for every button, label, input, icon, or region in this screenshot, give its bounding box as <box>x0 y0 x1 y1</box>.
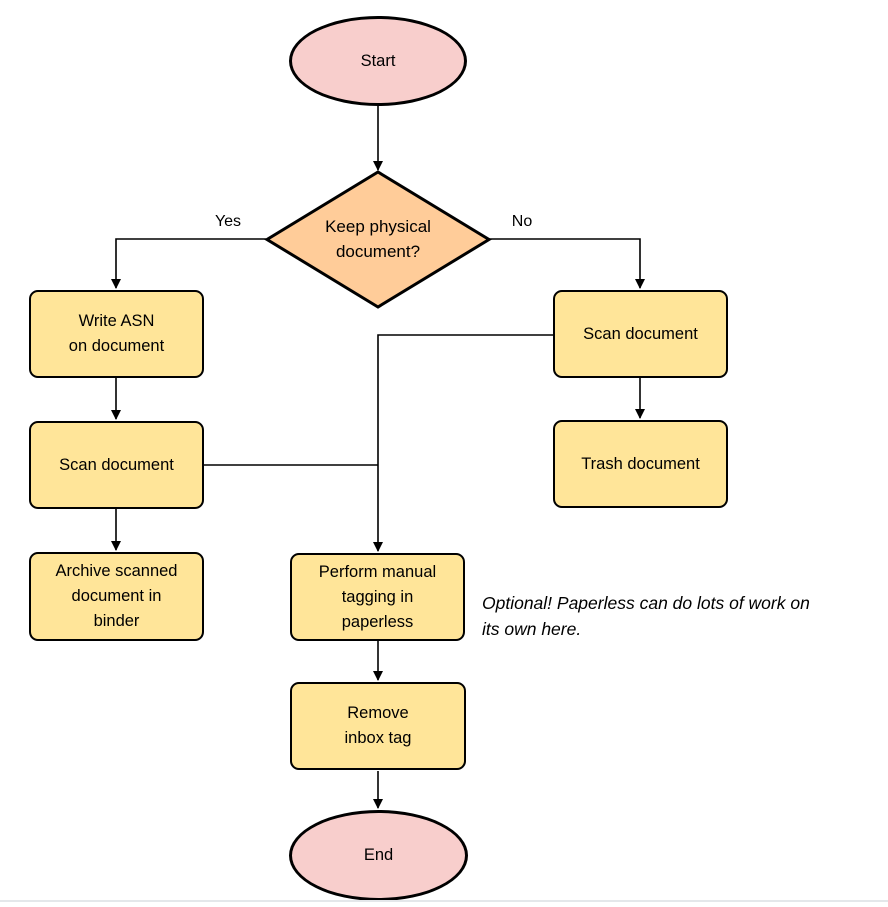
node-write-asn: Write ASN on document <box>29 290 204 378</box>
node-archive-binder: Archive scanned document in binder <box>29 552 204 641</box>
edge-decision-yes-to-write-asn <box>111 238 266 289</box>
edge-scan-right-to-tagging <box>373 334 553 552</box>
edge-label-yes: Yes <box>205 212 251 232</box>
node-scan-document-right: Scan document <box>553 290 728 378</box>
node-manual-tagging: Perform manual tagging in paperless <box>290 553 465 641</box>
edge-label-no: No <box>503 212 541 232</box>
decision-diamond-shape <box>264 170 492 309</box>
node-end: End <box>289 810 468 901</box>
node-scan-document-left: Scan document <box>29 421 204 509</box>
node-start: Start <box>289 16 467 106</box>
edge-decision-no-to-scan-right <box>489 238 645 289</box>
node-remove-inbox-tag: Remove inbox tag <box>290 682 466 770</box>
annotation-optional: Optional! Paperless can do lots of work … <box>482 593 810 639</box>
node-trash-document: Trash document <box>553 420 728 508</box>
node-decision-label: Keep physical document? <box>325 217 431 261</box>
bottom-divider <box>0 900 888 902</box>
